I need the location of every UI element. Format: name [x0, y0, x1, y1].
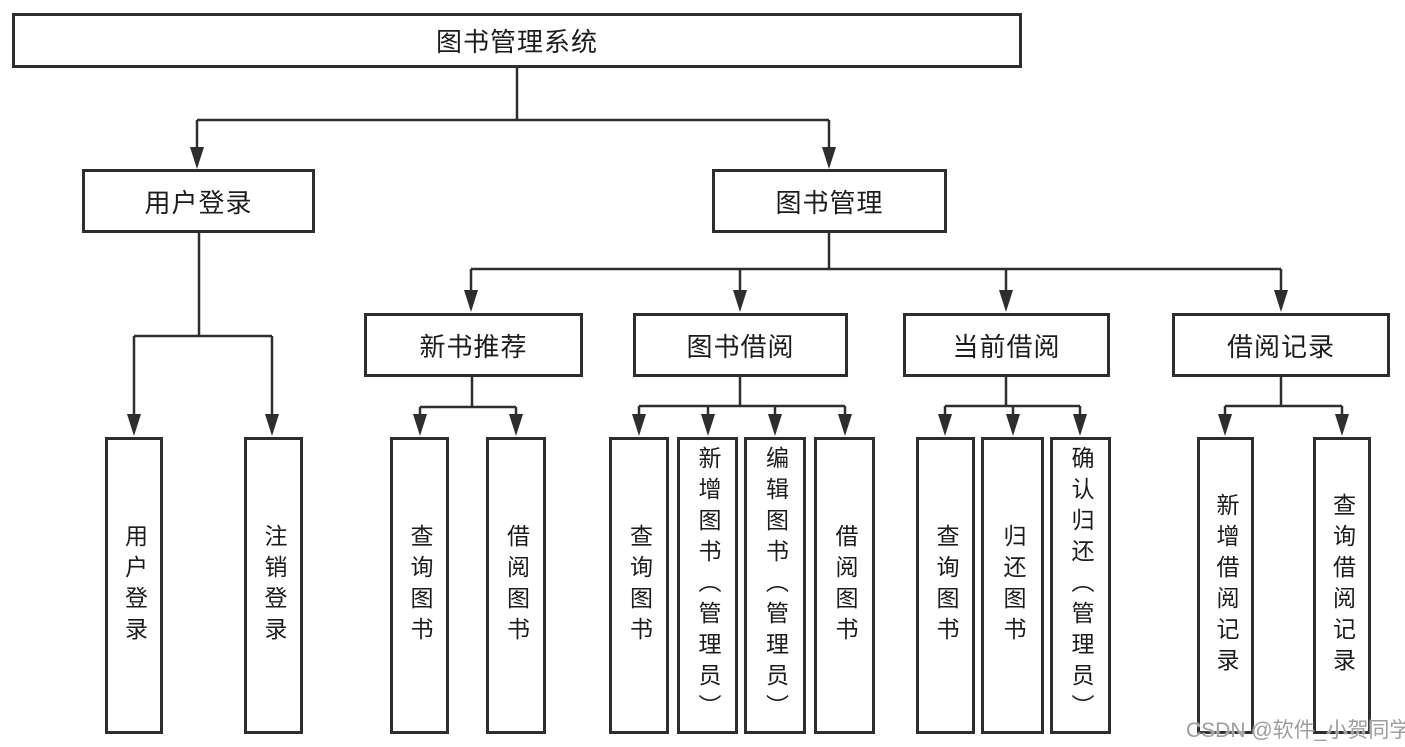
- node-book-management: 图书管理: [712, 169, 947, 233]
- node-label: 图书管理系统: [435, 27, 598, 57]
- node-label: 用户登录: [144, 187, 253, 218]
- node-label: 新书推荐: [419, 331, 528, 362]
- node-label: 借阅图书: [832, 523, 858, 648]
- leaf-br-query-record: 查询借阅记录: [1313, 437, 1371, 734]
- leaf-nb-borrow-books: 借阅图书: [486, 437, 546, 734]
- leaf-bb-add-books: 新增图书（管理员）: [677, 437, 738, 734]
- leaf-br-add-record: 新增借阅记录: [1197, 437, 1254, 734]
- leaf-logout: 注销登录: [244, 437, 303, 734]
- node-root: 图书管理系统: [12, 13, 1022, 68]
- arrow-icon: [464, 290, 478, 312]
- leaf-bb-borrow-books: 借阅图书: [814, 437, 875, 734]
- arrow-icon: [733, 290, 747, 312]
- leaf-nb-query-books: 查询图书: [390, 437, 449, 734]
- node-label: 归还图书: [1000, 523, 1026, 648]
- node-label: 注销登录: [261, 523, 287, 648]
- node-label: 借阅记录: [1226, 331, 1335, 362]
- arrow-icon: [822, 147, 836, 169]
- arrow-icon: [1274, 290, 1288, 312]
- arrow-icon: [938, 414, 952, 436]
- leaf-user-login: 用户登录: [105, 437, 163, 734]
- arrow-icon: [1335, 414, 1349, 436]
- leaf-cb-query-books: 查询图书: [916, 437, 975, 734]
- node-label: 查询借阅记录: [1329, 492, 1356, 679]
- node-label: 当前借阅: [952, 331, 1061, 362]
- leaf-bb-query-books: 查询图书: [609, 437, 669, 734]
- leaf-cb-return-books: 归还图书: [981, 437, 1044, 734]
- arrowheads: [127, 147, 1349, 436]
- csdn-watermark: CSDN @软件_小贺同学: [1186, 719, 1405, 742]
- node-label: 确认归还（管理员）: [1068, 446, 1094, 725]
- leaf-bb-edit-books: 编辑图书（管理员）: [744, 437, 806, 734]
- arrow-icon: [1073, 414, 1087, 436]
- node-label: 查询图书: [407, 523, 433, 648]
- arrow-icon: [190, 147, 204, 169]
- node-label: 查询图书: [626, 523, 653, 648]
- node-label: 用户登录: [121, 523, 148, 648]
- node-label: 借阅图书: [503, 523, 530, 648]
- node-current-borrow: 当前借阅: [903, 313, 1110, 377]
- arrow-icon: [127, 414, 141, 436]
- node-label: 新增图书（管理员）: [695, 446, 721, 725]
- node-user-login-group: 用户登录: [82, 169, 315, 233]
- node-label: 编辑图书（管理员）: [762, 446, 789, 725]
- arrow-icon: [999, 290, 1013, 312]
- leaf-cb-confirm-return: 确认归还（管理员）: [1050, 437, 1111, 734]
- node-label: 查询图书: [933, 523, 959, 648]
- arrow-icon: [509, 414, 523, 436]
- tree-edges: [132, 68, 1344, 417]
- arrow-icon: [413, 414, 427, 436]
- node-new-book-recommend: 新书推荐: [364, 313, 583, 377]
- node-borrow-records: 借阅记录: [1172, 313, 1390, 377]
- arrow-icon: [838, 414, 852, 436]
- node-book-borrow: 图书借阅: [633, 313, 848, 377]
- node-label: 新增借阅记录: [1213, 492, 1239, 679]
- arrow-icon: [701, 414, 715, 436]
- arrow-icon: [768, 414, 782, 436]
- node-label: 图书借阅: [686, 331, 795, 362]
- node-label: 图书管理: [775, 187, 884, 218]
- arrow-icon: [1006, 414, 1020, 436]
- arrow-icon: [265, 414, 279, 436]
- arrow-icon: [1218, 414, 1232, 436]
- arrow-icon: [632, 414, 646, 436]
